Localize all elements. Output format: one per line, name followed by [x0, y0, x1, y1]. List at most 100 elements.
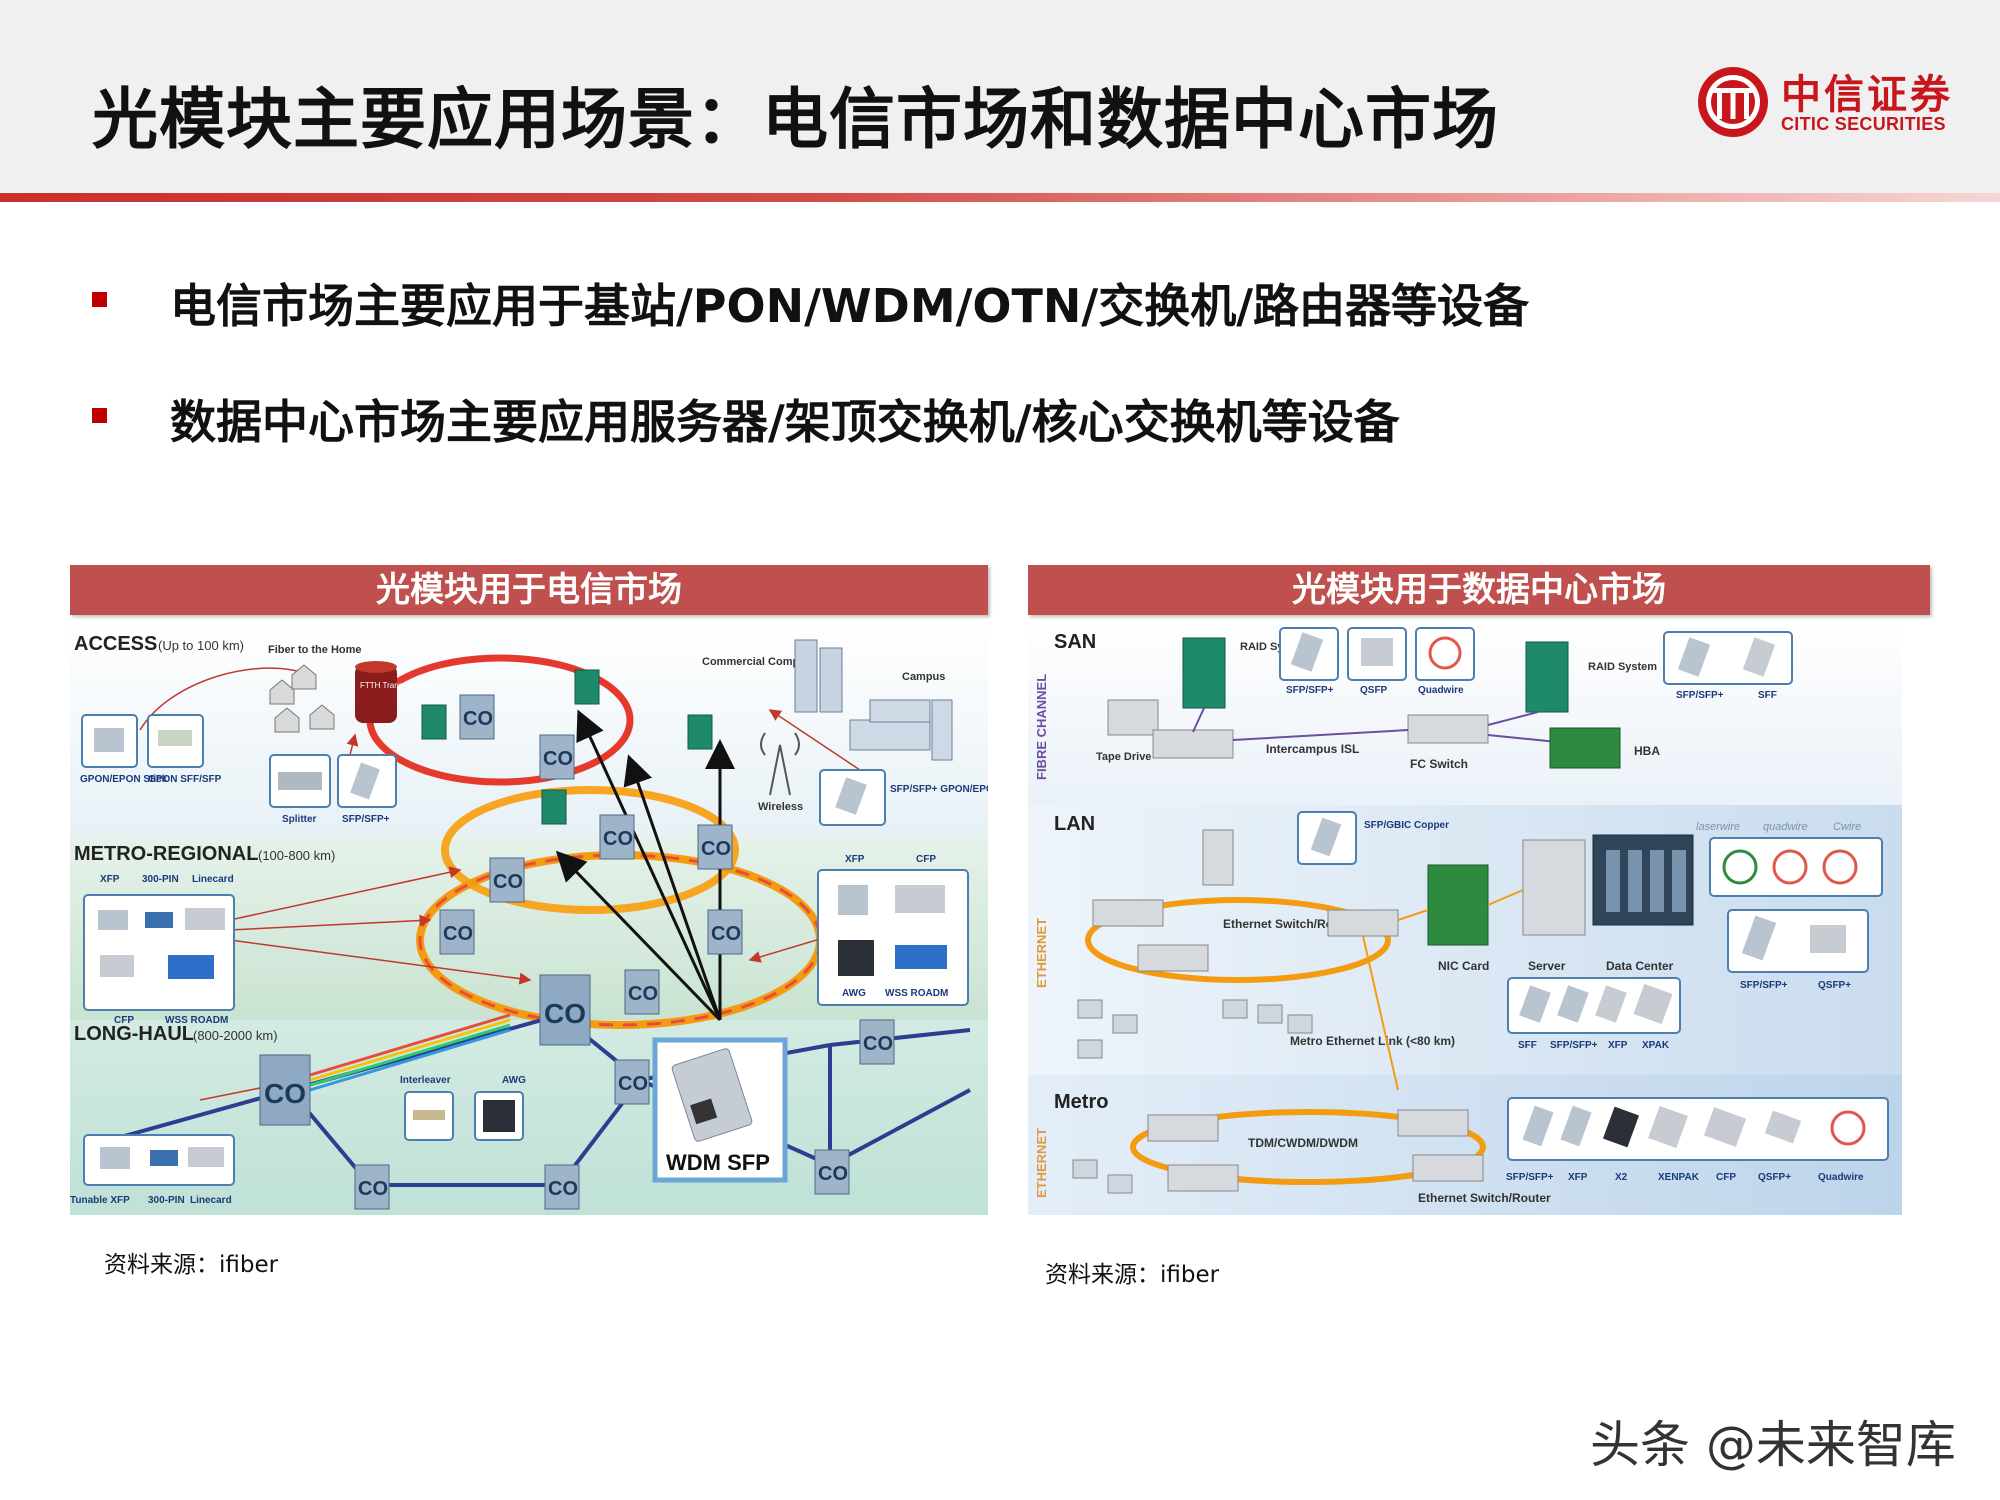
wireless-tower-icon [760, 732, 800, 796]
hba-card: HBA [1549, 727, 1660, 769]
bullet-telecom: 电信市场主要应用于基站/PON/WDM/OTN/交换机/路由器等设备 [92, 270, 1892, 333]
svg-text:CO: CO [264, 1078, 306, 1109]
header-bar: 光模块主要应用场景：电信市场和数据中心市场 中信证券 CITIC SECURIT… [0, 0, 2000, 193]
svg-text:CO: CO [818, 1163, 848, 1185]
svg-text:FTTH Trans-mission: FTTH Trans-mission [360, 681, 432, 690]
svg-text:XPAK: XPAK [1642, 1040, 1670, 1051]
bullet-square-icon [92, 292, 107, 307]
telecom-source-note: 资料来源：ifiber [104, 1252, 279, 1278]
svg-text:Tape Drive: Tape Drive [1096, 751, 1151, 763]
svg-text:CFP: CFP [1716, 1172, 1736, 1183]
access-title: ACCESS [74, 633, 157, 655]
svg-text:CO: CO [543, 748, 573, 770]
svg-text:SFP/SFP+: SFP/SFP+ [342, 814, 390, 825]
page-title: 光模块主要应用场景：电信市场和数据中心市场 [92, 81, 1499, 158]
metro-ethernet-label: Metro Ethernet Link (<80 km) [1290, 1034, 1455, 1048]
metro-ring [1130, 1109, 1486, 1185]
svg-text:SFP/SFP+: SFP/SFP+ [1506, 1172, 1554, 1183]
svg-text:HBA: HBA [1634, 744, 1660, 758]
svg-text:Tunable XFP: Tunable XFP [70, 1195, 130, 1206]
workstation-icons [1077, 999, 1313, 1059]
svg-text:QSFP: QSFP [1360, 685, 1388, 696]
module-box-sfp-qsfp: SFP/SFP+ QSFP+ [1727, 909, 1869, 991]
bullet-text: 数据中心市场主要应用服务器/架顶交换机/核心交换机等设备 [170, 395, 1400, 449]
raid-system-left: RAID System [1182, 637, 1309, 709]
svg-text:SFP/SFP+: SFP/SFP+ [1676, 690, 1724, 701]
svg-text:WSS ROADM: WSS ROADM [885, 988, 948, 999]
tdm-label: TDM/CWDM/DWDM [1248, 1136, 1358, 1150]
intercampus-label: Intercampus ISL [1266, 742, 1359, 756]
logo-chinese-name: 中信证券 [1781, 71, 1953, 118]
svg-text:CO: CO [618, 1073, 648, 1095]
wdm-sfp-highlight: WDM SFP [652, 1037, 788, 1183]
svg-text:CO: CO [701, 838, 731, 860]
datacenter-diagram-canvas: SAN FIBRE CHANNEL LAN ETHERNET Metro ETH… [1028, 620, 1902, 1215]
svg-text:CO: CO [443, 923, 473, 945]
metro-ring-top [441, 786, 739, 914]
svg-text:CO: CO [358, 1178, 388, 1200]
access-range: (Up to 100 km) [158, 638, 244, 653]
module-box-metro-modules: SFP/SFP+ XFP X2 XENPAK CFP QSFP+ Quadwir… [1506, 1097, 1889, 1183]
svg-text:X2: X2 [1615, 1172, 1628, 1183]
svg-text:AWG: AWG [842, 988, 866, 999]
svg-text:SFP/SFP+ GPON/EPON SFP: SFP/SFP+ GPON/EPON SFP [890, 784, 988, 795]
svg-text:GPON SFF/SFP: GPON SFF/SFP [148, 774, 222, 785]
module-box-san-3: Quadwire [1415, 627, 1475, 696]
svg-text:CO: CO [463, 708, 493, 730]
co-buildings: CO CO CO CO CO CO CO CO CO CO CO CO CO C… [259, 694, 895, 1210]
svg-text:CO: CO [711, 923, 741, 945]
svg-text:Splitter: Splitter [282, 814, 317, 825]
svg-text:SFF: SFF [1758, 690, 1777, 701]
metro-workstation-icons [1072, 1159, 1133, 1194]
module-box-san-2: QSFP [1347, 627, 1407, 696]
svg-text:Data Center: Data Center [1606, 959, 1674, 973]
raid-system-right: RAID System [1525, 641, 1657, 713]
company-logo: 中信证券 CITIC SECURITIES [1695, 62, 1965, 142]
svg-text:SFP/SFP+: SFP/SFP+ [1550, 1040, 1598, 1051]
san-server-icon [1152, 729, 1234, 759]
svg-text:CO: CO [628, 983, 658, 1005]
svg-text:XFP: XFP [1568, 1172, 1588, 1183]
campus-label: Campus [902, 671, 945, 683]
svg-text:CO: CO [493, 871, 523, 893]
module-box-san-1: SFP/SFP+ [1279, 627, 1339, 696]
svg-text:SFP/SFP+: SFP/SFP+ [1286, 685, 1334, 696]
metro-range: (100-800 km) [258, 848, 335, 863]
telecom-network-diagram: ACCESS (Up to 100 km) METRO-REGIONAL (10… [70, 620, 988, 1215]
wireless-label: Wireless [758, 801, 803, 813]
svg-text:CO: CO [544, 998, 586, 1029]
metro-title: METRO-REGIONAL [74, 843, 258, 865]
svg-text:CFP: CFP [916, 854, 936, 865]
module-box-metro-right: XFP CFP AWG WSS ROADM [817, 854, 969, 1006]
svg-text:NIC Card: NIC Card [1438, 959, 1489, 973]
svg-text:SFP/SFP+: SFP/SFP+ [1740, 980, 1788, 991]
svg-text:XENPAK: XENPAK [1658, 1172, 1700, 1183]
lan-switch-icons [1092, 829, 1399, 972]
green-switches [421, 669, 713, 825]
svg-text:CFP: CFP [114, 1015, 134, 1026]
header-divider [0, 193, 2000, 202]
bullet-datacenter: 数据中心市场主要应用服务器/架顶交换机/核心交换机等设备 [92, 386, 1892, 449]
brand-cwire: Cwire [1833, 821, 1861, 833]
datacenter-panel-title: 光模块用于数据中心市场 [1028, 565, 1930, 615]
longhaul-range: (800-2000 km) [193, 1028, 278, 1043]
nic-card: NIC Card [1427, 864, 1489, 973]
fiber-home-label: Fiber to the Home [268, 644, 362, 656]
server-icon: Server [1522, 839, 1586, 973]
svg-text:300-PIN: 300-PIN [142, 874, 179, 885]
svg-text:CO: CO [863, 1033, 893, 1055]
metro-title: Metro [1054, 1091, 1108, 1113]
wdm-sfp-label: WDM SFP [666, 1150, 770, 1175]
svg-text:WSS ROADM: WSS ROADM [165, 1015, 228, 1026]
module-box-interleaver: Interleaver AWG [400, 1075, 526, 1141]
svg-text:QSFP+: QSFP+ [1818, 980, 1851, 991]
svg-text:GPON/EPON Stick: GPON/EPON Stick [80, 774, 168, 785]
campus-icon [849, 699, 953, 761]
data-center-photo: Data Center [1592, 834, 1694, 973]
datacenter-network-diagram: SAN FIBRE CHANNEL LAN ETHERNET Metro ETH… [1028, 620, 1902, 1215]
svg-text:Quadwire: Quadwire [1818, 1172, 1864, 1183]
citic-logo-icon [1698, 67, 1768, 137]
module-box-metro-left: XFP 300-PIN Linecard CFP WSS ROADM [83, 874, 235, 1026]
svg-text:Linecard: Linecard [190, 1195, 232, 1206]
bullet-square-icon [92, 408, 107, 423]
